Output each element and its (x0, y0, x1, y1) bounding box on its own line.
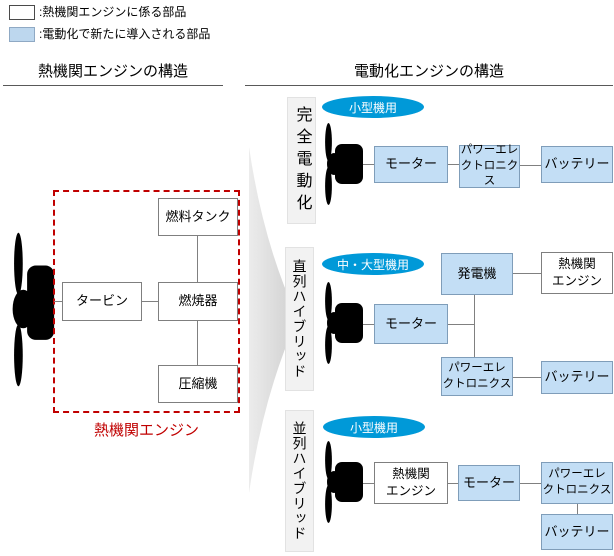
connector-line (513, 377, 541, 378)
connector-line (197, 236, 198, 282)
right-section-title: 電動化エンジンの構造 (353, 63, 504, 80)
aircraft-size-badge: 小型機用 (323, 416, 425, 438)
connector-line (363, 324, 374, 325)
compressor-box: 圧縮機 (158, 365, 238, 403)
row-type-label-series-hybrid: 直列ハイブリッド (285, 247, 314, 391)
generator-box: 発電機 (441, 253, 513, 295)
fuel-tank-box: 燃料タンク (158, 198, 238, 236)
connector-line (197, 321, 198, 365)
battery-box: バッテリー (541, 146, 613, 183)
connector-line (577, 504, 578, 514)
connector-line (448, 483, 458, 484)
connector-line (520, 483, 541, 484)
connector-line (513, 273, 541, 274)
connector-line (448, 324, 474, 325)
legend-label-heat-part: :熱機関エンジンに係る部品 (39, 5, 187, 19)
left-section-title: 熱機関エンジンの構造 (37, 63, 188, 80)
heat-engine-box: 熱機関 エンジン (541, 252, 613, 294)
turbine-box: タービン (62, 282, 142, 321)
heat-engine-caption: 熱機関エンジン (93, 422, 199, 439)
propeller-icon (2, 225, 58, 393)
connector-line (448, 164, 459, 165)
connector-line (54, 301, 62, 302)
connector-line (363, 164, 374, 165)
left-title-underline (3, 85, 223, 86)
aircraft-size-badge: 中・大型機用 (322, 253, 424, 275)
aircraft-size-badge: 小型機用 (322, 96, 424, 118)
transition-arrow-icon (249, 147, 296, 493)
connector-line (474, 295, 475, 357)
power-electronics-box: パワーエレ クトロニクス (459, 144, 520, 188)
legend-swatch-new-part (9, 27, 35, 42)
connector-line (142, 301, 158, 302)
battery-box: バッテリー (541, 361, 613, 394)
combustor-box: 燃焼器 (158, 282, 238, 321)
motor-box: モーター (458, 465, 520, 501)
power-electronics-box: パワーエレ クトロニクス (441, 357, 513, 396)
connector-line (363, 483, 374, 484)
power-electronics-box: パワーエレ クトロニクス (541, 462, 613, 504)
connector-line (520, 165, 541, 166)
row-type-label-full-electric: 完全電動化 (287, 97, 316, 224)
motor-box: モーター (374, 304, 448, 344)
propeller-icon (320, 120, 365, 208)
heat-engine-box: 熱機関 エンジン (374, 462, 448, 504)
propeller-icon (320, 438, 365, 526)
motor-box: モーター (374, 146, 448, 183)
propeller-icon (320, 279, 365, 367)
battery-box: バッテリー (541, 514, 613, 550)
legend-label-new-part: :電動化で新たに導入される部品 (39, 27, 211, 41)
right-title-underline (245, 85, 613, 86)
row-type-label-parallel-hybrid: 並列ハイブリッド (285, 410, 314, 552)
legend-swatch-heat-part (9, 5, 35, 20)
